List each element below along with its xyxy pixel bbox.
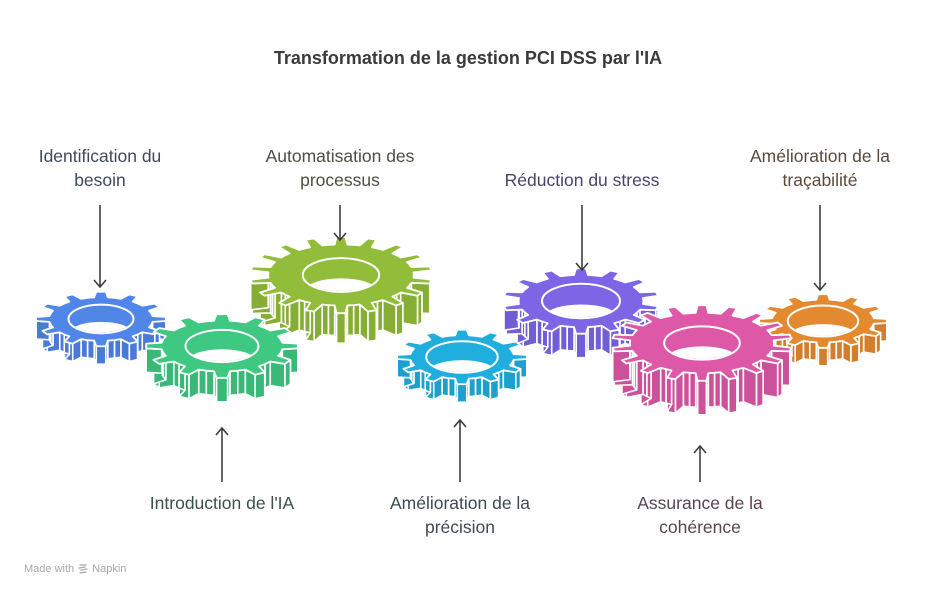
gear-side-face [269,360,286,389]
gear-hole-opening [667,346,737,359]
step-label-automatisation: Automatisation des processus [266,144,415,192]
gear-side-face [474,376,483,397]
gear-side-face [502,369,517,392]
gear-side-face [456,383,468,404]
step-label-line: Automatisation des [265,146,415,166]
step-label-line: Identification du [38,146,162,166]
gear-side-face [862,333,877,355]
gear-side-face [802,340,811,361]
gear-side-face [742,366,758,408]
arrow-up-icon [693,444,707,454]
gear-side-face [808,340,818,362]
gear-hole-opening [305,278,377,291]
step-label-tracabilite: Amélioration de la traçabilité [750,144,890,192]
arrow-up-icon [215,426,229,436]
step-label-line: traçabilité [782,170,858,190]
gear-side-face [441,376,450,397]
step-label-line: besoin [74,170,126,190]
gear-side-face [707,371,716,408]
gear-side-face [447,377,457,398]
gear-hole-opening [790,324,856,336]
gear-side-face [587,325,596,352]
arrow-up-icon [453,418,467,428]
gear-side-face [346,304,355,337]
gear-side-face [321,303,330,336]
gear-side-face [215,377,229,403]
gear-side-face [696,379,708,416]
step-label-coherence: Assurance de la cohérence [637,491,763,539]
gear-side-face [327,304,336,337]
step-label-introduction: Introduction de l'IA [150,491,294,515]
napkin-logo-icon [78,564,88,574]
gear-hole-opening [429,360,495,372]
step-label-line: processus [300,170,380,190]
gear-introduction [145,313,299,403]
gear-hole-opening [188,349,256,362]
gear-tracabilite [758,293,888,367]
arrow-introduction [215,426,229,482]
step-label-line: Réduction du stress [504,170,660,190]
arrow-automatisation [333,205,347,242]
gear-side-face [254,371,266,400]
footer-prefix: Made with [24,563,75,575]
gear-hole-opening [71,321,131,333]
step-label-identification: Identification du besoin [39,144,162,192]
step-label-line: Assurance de la [637,493,763,513]
gear-side-face [106,339,116,360]
gear-side-face [727,377,738,414]
arrow-identification [93,205,107,289]
arrow-tracabilite [813,205,827,292]
gear-side-face [688,371,697,408]
gear-side-face [713,371,722,408]
arrow-precision [453,418,467,482]
step-label-line: Amélioration de la [749,146,891,166]
gear-side-face [376,299,384,333]
gear-side-face [575,332,587,359]
gear-side-face [352,303,361,336]
gear-side-face [828,340,838,362]
footer-brand: Napkin [92,563,127,575]
gear-side-face [205,369,215,397]
step-label-precision: Amélioration de la précision [390,491,530,539]
arrow-coherence [693,444,707,482]
arrow-down-icon [575,262,589,272]
gear-side-face [298,299,306,333]
gear-coherence [611,304,793,416]
gear-side-face [489,378,500,401]
step-label-line: Amélioration de la [389,493,531,513]
gear-automatisation [249,235,433,344]
step-label-stress: Réduction du stress [505,168,660,192]
gear-side-face [559,324,568,352]
gear-side-face [367,309,378,343]
gear-side-face [236,368,247,396]
gear-side-face [229,369,239,397]
step-label-line: cohérence [659,517,741,537]
arrow-down-icon [93,279,107,289]
gear-side-face [594,324,603,352]
gear-precision [396,328,528,404]
gear-side-face [113,338,122,359]
gear-side-face [817,347,829,367]
arrow-down-icon [813,282,827,292]
gear-side-face [95,345,107,366]
arrow-stress [575,205,589,272]
arrow-down-icon [333,232,347,242]
diagram-title: Transformation de la gestion PCI DSS par… [273,48,663,68]
gear-side-face [467,377,477,398]
gear-side-face [835,340,844,361]
gear-side-face [197,368,208,396]
gear-side-face [850,342,860,365]
gear-side-face [755,369,764,408]
gear-side-face [86,339,96,360]
gear-side-face [395,302,404,337]
gear-side-face [335,312,347,344]
gear-side-face [682,371,691,408]
gear-side-face [566,325,575,352]
footer-credit: Made with Napkin [24,563,126,575]
step-label-line: précision [424,517,496,537]
gear-side-face [80,338,89,359]
step-label-line: Introduction de l'IA [149,493,295,513]
gear-side-face [128,340,139,363]
gear-hole-opening [545,304,617,318]
